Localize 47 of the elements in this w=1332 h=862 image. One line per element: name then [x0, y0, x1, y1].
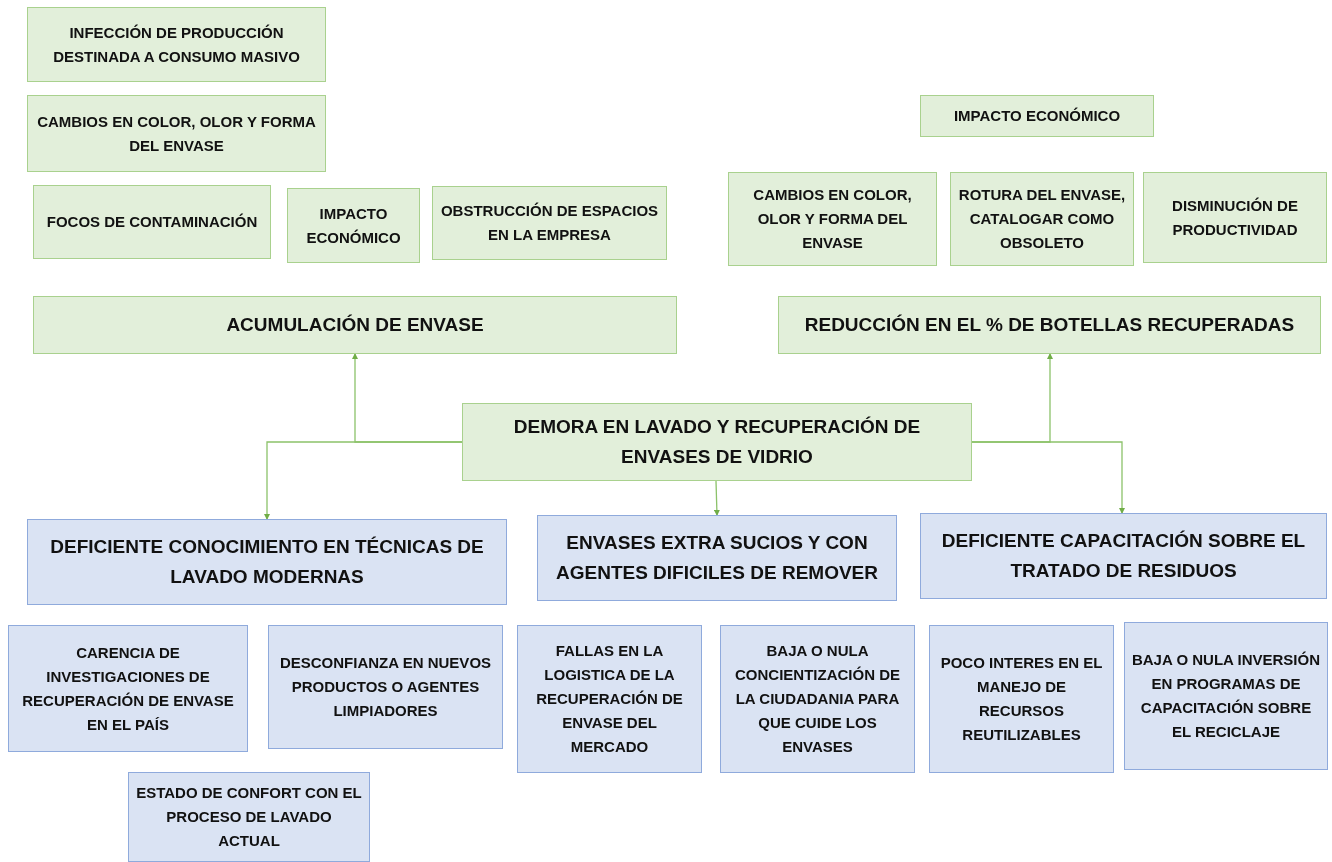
box-text: ENVASES EXTRA SUCIOS Y CON AGENTES DIFICILES DE REMOVER: [555, 530, 879, 585]
box-text: DISMINUCIÓN DE PRODUCTIVIDAD: [1171, 195, 1299, 240]
box-text: ROTURA DEL ENVASE, CATALOGAR COMO OBSOLETO: [957, 185, 1127, 253]
box-text: IMPACTO ECONÓMICO: [305, 203, 402, 248]
box-text: CAMBIOS EN COLOR, OLOR Y FORMA DEL ENVASE: [36, 111, 317, 156]
effect-box: [920, 95, 1154, 137]
box-text: OBSTRUCCIÓN DE ESPACIOS EN LA EMPRESA: [439, 201, 660, 245]
box-text: CAMBIOS EN COLOR, OLOR Y FORMA DEL ENVASE: [752, 185, 913, 253]
box-text: REDUCCIÓN EN EL % DE BOTELLAS RECUPERADAS: [804, 312, 1295, 337]
effect-box: [27, 7, 326, 82]
box-text: INFECCIÓN DE PRODUCCIÓN DESTINADA A CONSUMO MASIVO: [52, 22, 301, 67]
box-text: ESTADO DE CONFORT CON EL PROCESO DE LAVADO ACTUAL: [135, 783, 363, 851]
effect-box: [287, 188, 420, 263]
effect-box: [33, 185, 271, 259]
box-text: DEMORA EN LAVADO Y RECUPERACIÓN DE ENVASES DE VIDRIO: [512, 414, 922, 469]
box-text: DESCONFIANZA EN NUEVOS PRODUCTOS O AGENTES LIMPIADORES: [278, 653, 493, 721]
cause-box: [537, 515, 897, 601]
box-text: CARENCIA DE INVESTIGACIONES DE RECUPERACIÓN DE ENVASE EN EL PAÍS: [21, 642, 235, 735]
effect-box: [33, 296, 677, 354]
box-text: BAJA O NULA INVERSIÓN EN PROGRAMAS DE CAPACITACIÓN SOBRE EL RECICLAJE: [1131, 650, 1321, 742]
box-text: POCO INTERES EN EL MANEJO DE RECURSOS REUTILIZABLES: [939, 653, 1104, 745]
box-text: FALLAS EN LA LOGISTICA DE LA RECUPERACIÓN DE ENVASE DEL MERCADO: [535, 641, 684, 757]
effect-box: [462, 403, 972, 481]
cause-box: [1124, 622, 1328, 770]
cause-box: [268, 625, 503, 749]
box-text: BAJA O NULA CONCIENTIZACIÓN DE LA CIUDADANIA PARA QUE CUIDE LOS ENVASES: [734, 641, 901, 757]
cause-box: [929, 625, 1114, 773]
cause-box: [517, 625, 702, 773]
arrow: [713, 480, 720, 516]
effect-box: [1143, 172, 1327, 263]
effect-box: [778, 296, 1321, 354]
arrow: [264, 441, 463, 520]
cause-box: [920, 513, 1327, 599]
box-text: FOCOS DE CONTAMINACIÓN: [46, 212, 258, 232]
box-text: DEFICIENTE CAPACITACIÓN SOBRE EL TRATADO DE RESIDUOS: [940, 528, 1307, 583]
cause-box: [128, 772, 370, 862]
effect-box: [950, 172, 1134, 266]
cause-box: [8, 625, 248, 752]
arrow: [971, 441, 1125, 514]
effect-box: [728, 172, 937, 266]
effect-box: [432, 186, 667, 260]
box-text: IMPACTO ECONÓMICO: [953, 106, 1121, 126]
effect-box: [27, 95, 326, 172]
cause-box: [720, 625, 915, 773]
cause-box: [27, 519, 507, 605]
box-text: ACUMULACIÓN DE ENVASE: [226, 312, 484, 337]
box-text: DEFICIENTE CONOCIMIENTO EN TÉCNICAS DE LAVADO MODERNAS: [49, 534, 485, 589]
